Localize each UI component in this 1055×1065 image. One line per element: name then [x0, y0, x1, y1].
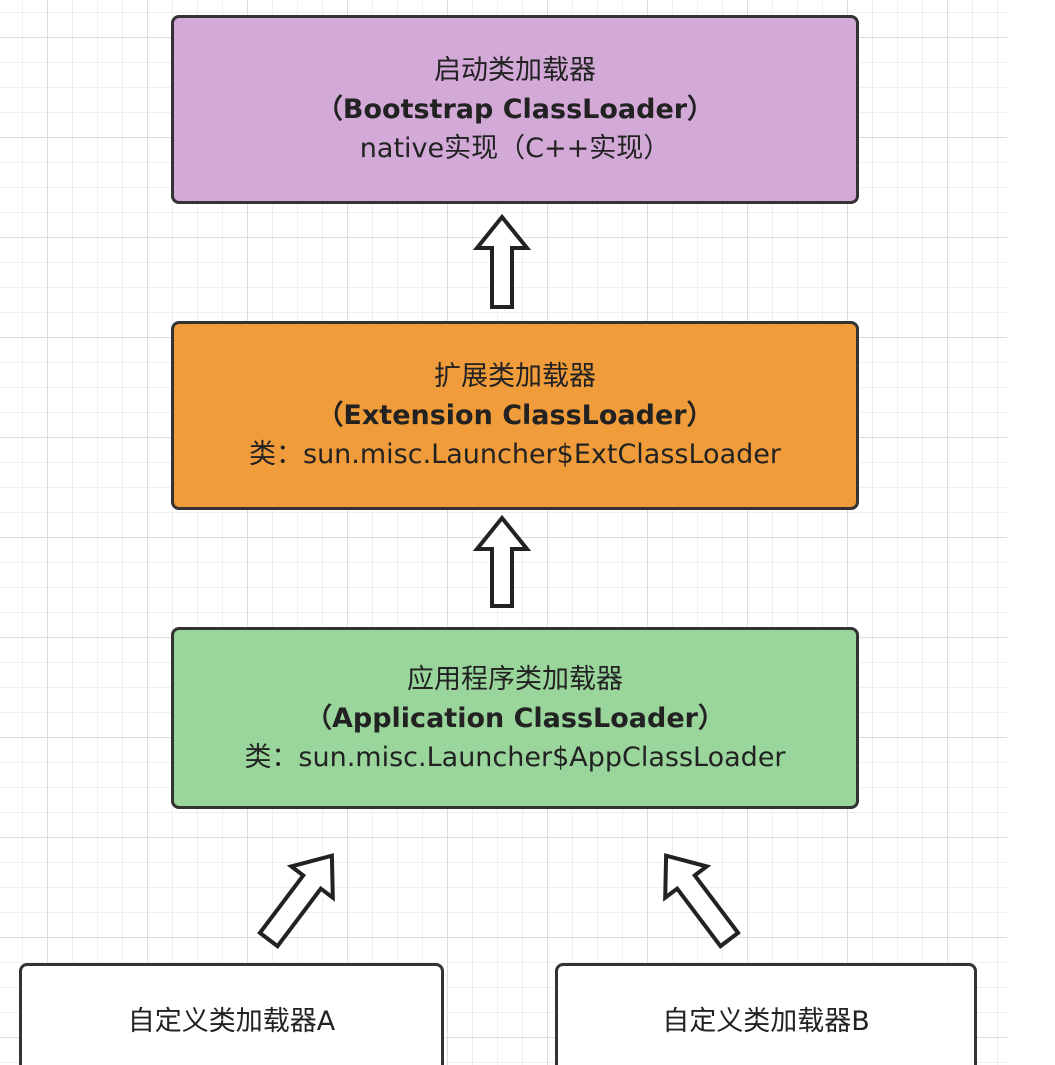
- custom-b-title: 自定义类加载器B: [662, 1006, 870, 1037]
- bootstrap-classloader-box[interactable]: 启动类加载器 （Bootstrap ClassLoader） native实现（…: [171, 15, 859, 204]
- hollow-up-arrow-icon: [472, 213, 532, 309]
- extension-subtitle: （Extension ClassLoader）: [316, 400, 714, 431]
- extension-classloader-box[interactable]: 扩展类加载器 （Extension ClassLoader） 类：sun.mis…: [171, 321, 859, 510]
- application-title: 应用程序类加载器: [407, 663, 623, 695]
- application-subtitle: （Application ClassLoader）: [305, 702, 725, 734]
- bootstrap-title: 启动类加载器: [434, 55, 596, 86]
- hollow-diagonal-arrow-icon: [257, 853, 335, 949]
- hollow-up-arrow-icon: [472, 514, 532, 608]
- application-detail: 类：sun.misc.Launcher$AppClassLoader: [244, 741, 786, 773]
- bootstrap-detail: native实现（C++实现）: [359, 133, 671, 164]
- bootstrap-subtitle: （Bootstrap ClassLoader）: [315, 94, 715, 125]
- canvas-edge: [1007, 0, 1055, 1065]
- custom-a-title: 自定义类加载器A: [127, 1006, 336, 1037]
- application-classloader-box[interactable]: 应用程序类加载器 （Application ClassLoader） 类：sun…: [171, 627, 859, 809]
- extension-detail: 类：sun.misc.Launcher$ExtClassLoader: [249, 439, 781, 470]
- custom-classloader-b-box[interactable]: 自定义类加载器B: [555, 963, 977, 1065]
- custom-classloader-a-box[interactable]: 自定义类加载器A: [19, 963, 444, 1065]
- extension-title: 扩展类加载器: [434, 361, 596, 392]
- hollow-diagonal-arrow-icon: [663, 853, 741, 949]
